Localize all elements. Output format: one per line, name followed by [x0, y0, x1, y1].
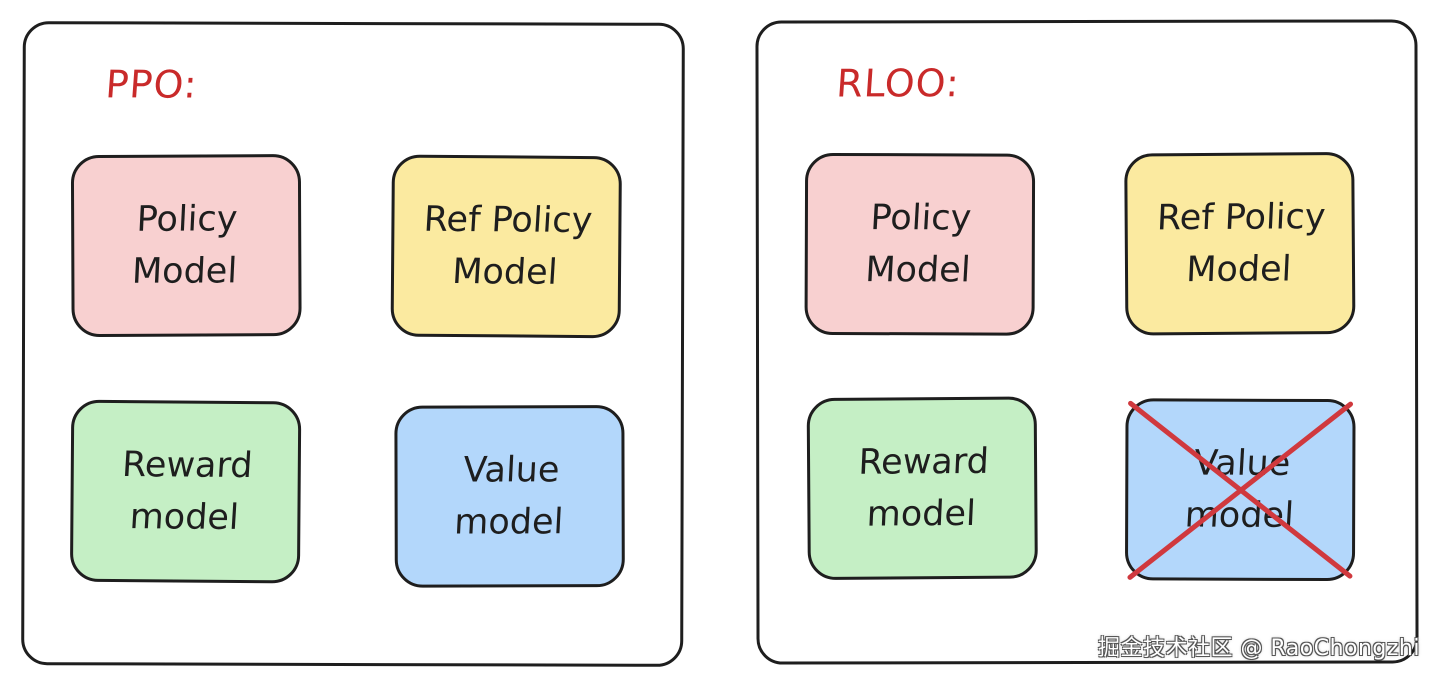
- ppo-value-model-label: Value model: [452, 450, 564, 543]
- ppo-value-model-box: Value model: [394, 405, 625, 588]
- rloo-value-model-box: Value model: [1124, 398, 1356, 582]
- rloo-ref-policy-model-box: Ref Policy Model: [1124, 151, 1356, 336]
- ppo-reward-model-label: Reward model: [120, 445, 254, 538]
- rloo-reward-model-label: Reward model: [857, 441, 990, 535]
- rloo-value-model-label: Value model: [1183, 443, 1295, 536]
- ppo-panel: PPO: Policy Model Ref Policy Model Rewar…: [21, 21, 685, 667]
- rloo-title: RLOO:: [835, 61, 962, 106]
- watermark: 掘金技术社区 @ RaoChongzhi: [1097, 636, 1420, 661]
- ppo-ref-policy-model-box: Ref Policy Model: [390, 154, 622, 339]
- rloo-policy-model-label: Policy Model: [864, 198, 973, 291]
- rloo-policy-model-box: Policy Model: [804, 152, 1036, 336]
- ppo-policy-model-label: Policy Model: [131, 199, 239, 292]
- rloo-reward-model-box: Reward model: [806, 396, 1038, 581]
- ppo-ref-policy-model-label: Ref Policy Model: [422, 199, 594, 293]
- ppo-policy-model-box: Policy Model: [70, 154, 302, 338]
- ppo-reward-model-box: Reward model: [69, 399, 302, 584]
- ppo-title: PPO:: [104, 62, 200, 107]
- rloo-panel: RLOO: Policy Model Ref Policy Model Rewa…: [755, 19, 1419, 665]
- rloo-ref-policy-model-label: Ref Policy Model: [1155, 197, 1327, 291]
